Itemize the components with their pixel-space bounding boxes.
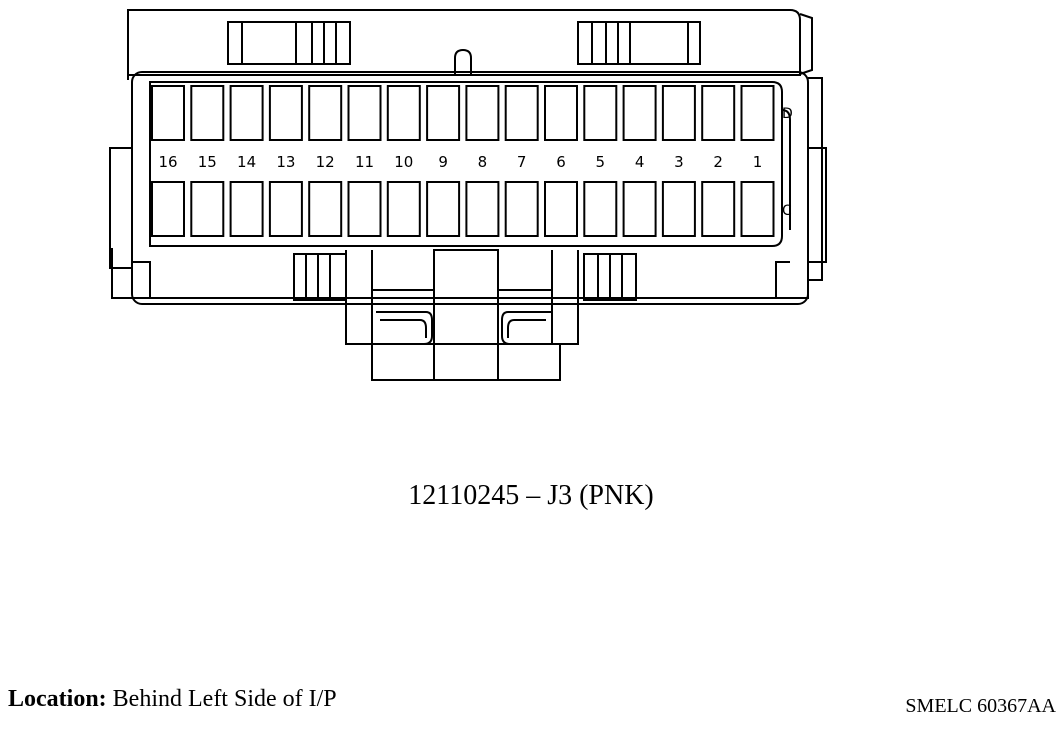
location-label: Location:	[8, 686, 107, 712]
pin-cavity-c-4	[622, 181, 657, 237]
pin-cavity-row-d	[151, 85, 775, 141]
pin-cavity-d-5	[583, 85, 618, 141]
pin-number-2: 2	[713, 153, 723, 171]
pin-cavity-d-12	[308, 85, 343, 141]
pin-cavity-c-11	[347, 181, 382, 237]
pin-cavity-c-7	[504, 181, 539, 237]
pin-cavity-d-2	[701, 85, 736, 141]
pin-cavity-d-10	[386, 85, 421, 141]
pin-number-8: 8	[478, 153, 488, 171]
pin-cavity-row-c	[151, 181, 775, 237]
pin-cavity-c-13	[268, 181, 303, 237]
pin-number-14: 14	[237, 153, 256, 171]
pin-number-3: 3	[674, 153, 684, 171]
pin-cavity-d-13	[268, 85, 303, 141]
location-line: Location: Behind Left Side of I/P	[8, 686, 337, 713]
pin-number-6: 6	[556, 153, 566, 171]
pin-cavity-c-16	[151, 181, 185, 237]
pin-number-5: 5	[596, 153, 606, 171]
pin-number-13: 13	[276, 153, 295, 171]
pin-cavity-d-14	[229, 85, 264, 141]
pin-cavity-d-6	[544, 85, 578, 141]
pin-number-9: 9	[438, 153, 448, 171]
pin-cavity-d-4	[622, 85, 657, 141]
pin-cavity-d-15	[190, 85, 225, 141]
pin-cavity-d-9	[426, 85, 461, 141]
pin-number-1: 1	[753, 153, 763, 171]
pin-cavity-c-8	[465, 181, 500, 237]
pin-cavity-c-5	[583, 181, 618, 237]
pin-cavity-d-1	[740, 85, 775, 141]
connector-caption: 12110245 – J3 (PNK)	[408, 480, 654, 511]
pin-cavity-d-8	[465, 85, 500, 141]
pin-number-4: 4	[635, 153, 645, 171]
pin-cavity-d-11	[347, 85, 382, 141]
row-label-d: D	[782, 106, 793, 122]
pin-cavity-c-10	[386, 181, 421, 237]
pin-cavity-c-9	[426, 181, 461, 237]
pin-cavity-c-1	[740, 181, 775, 237]
figure-code: SMELC 60367AA	[905, 695, 1056, 717]
pin-cavity-c-12	[308, 181, 343, 237]
location-value: Behind Left Side of I/P	[112, 686, 337, 712]
pin-cavity-d-16	[151, 85, 185, 141]
pin-number-16: 16	[158, 153, 177, 171]
connector-diagram: 16 15 14 13 12 11 10 9 8 7 6 5 4 3 2 1 D C	[109, 9, 827, 381]
pin-cavity-c-2	[701, 181, 736, 237]
pin-number-7: 7	[517, 153, 527, 171]
pin-number-10: 10	[394, 153, 413, 171]
pin-cavity-c-15	[190, 181, 225, 237]
pin-number-15: 15	[198, 153, 217, 171]
pin-cavity-c-3	[661, 181, 696, 237]
pin-number-12: 12	[316, 153, 335, 171]
row-label-c: C	[782, 203, 792, 219]
pin-cavity-c-14	[229, 181, 264, 237]
pin-cavity-c-6	[544, 181, 578, 237]
pin-cavity-d-3	[661, 85, 696, 141]
pin-cavity-d-7	[504, 85, 539, 141]
pin-number-11: 11	[355, 153, 374, 171]
